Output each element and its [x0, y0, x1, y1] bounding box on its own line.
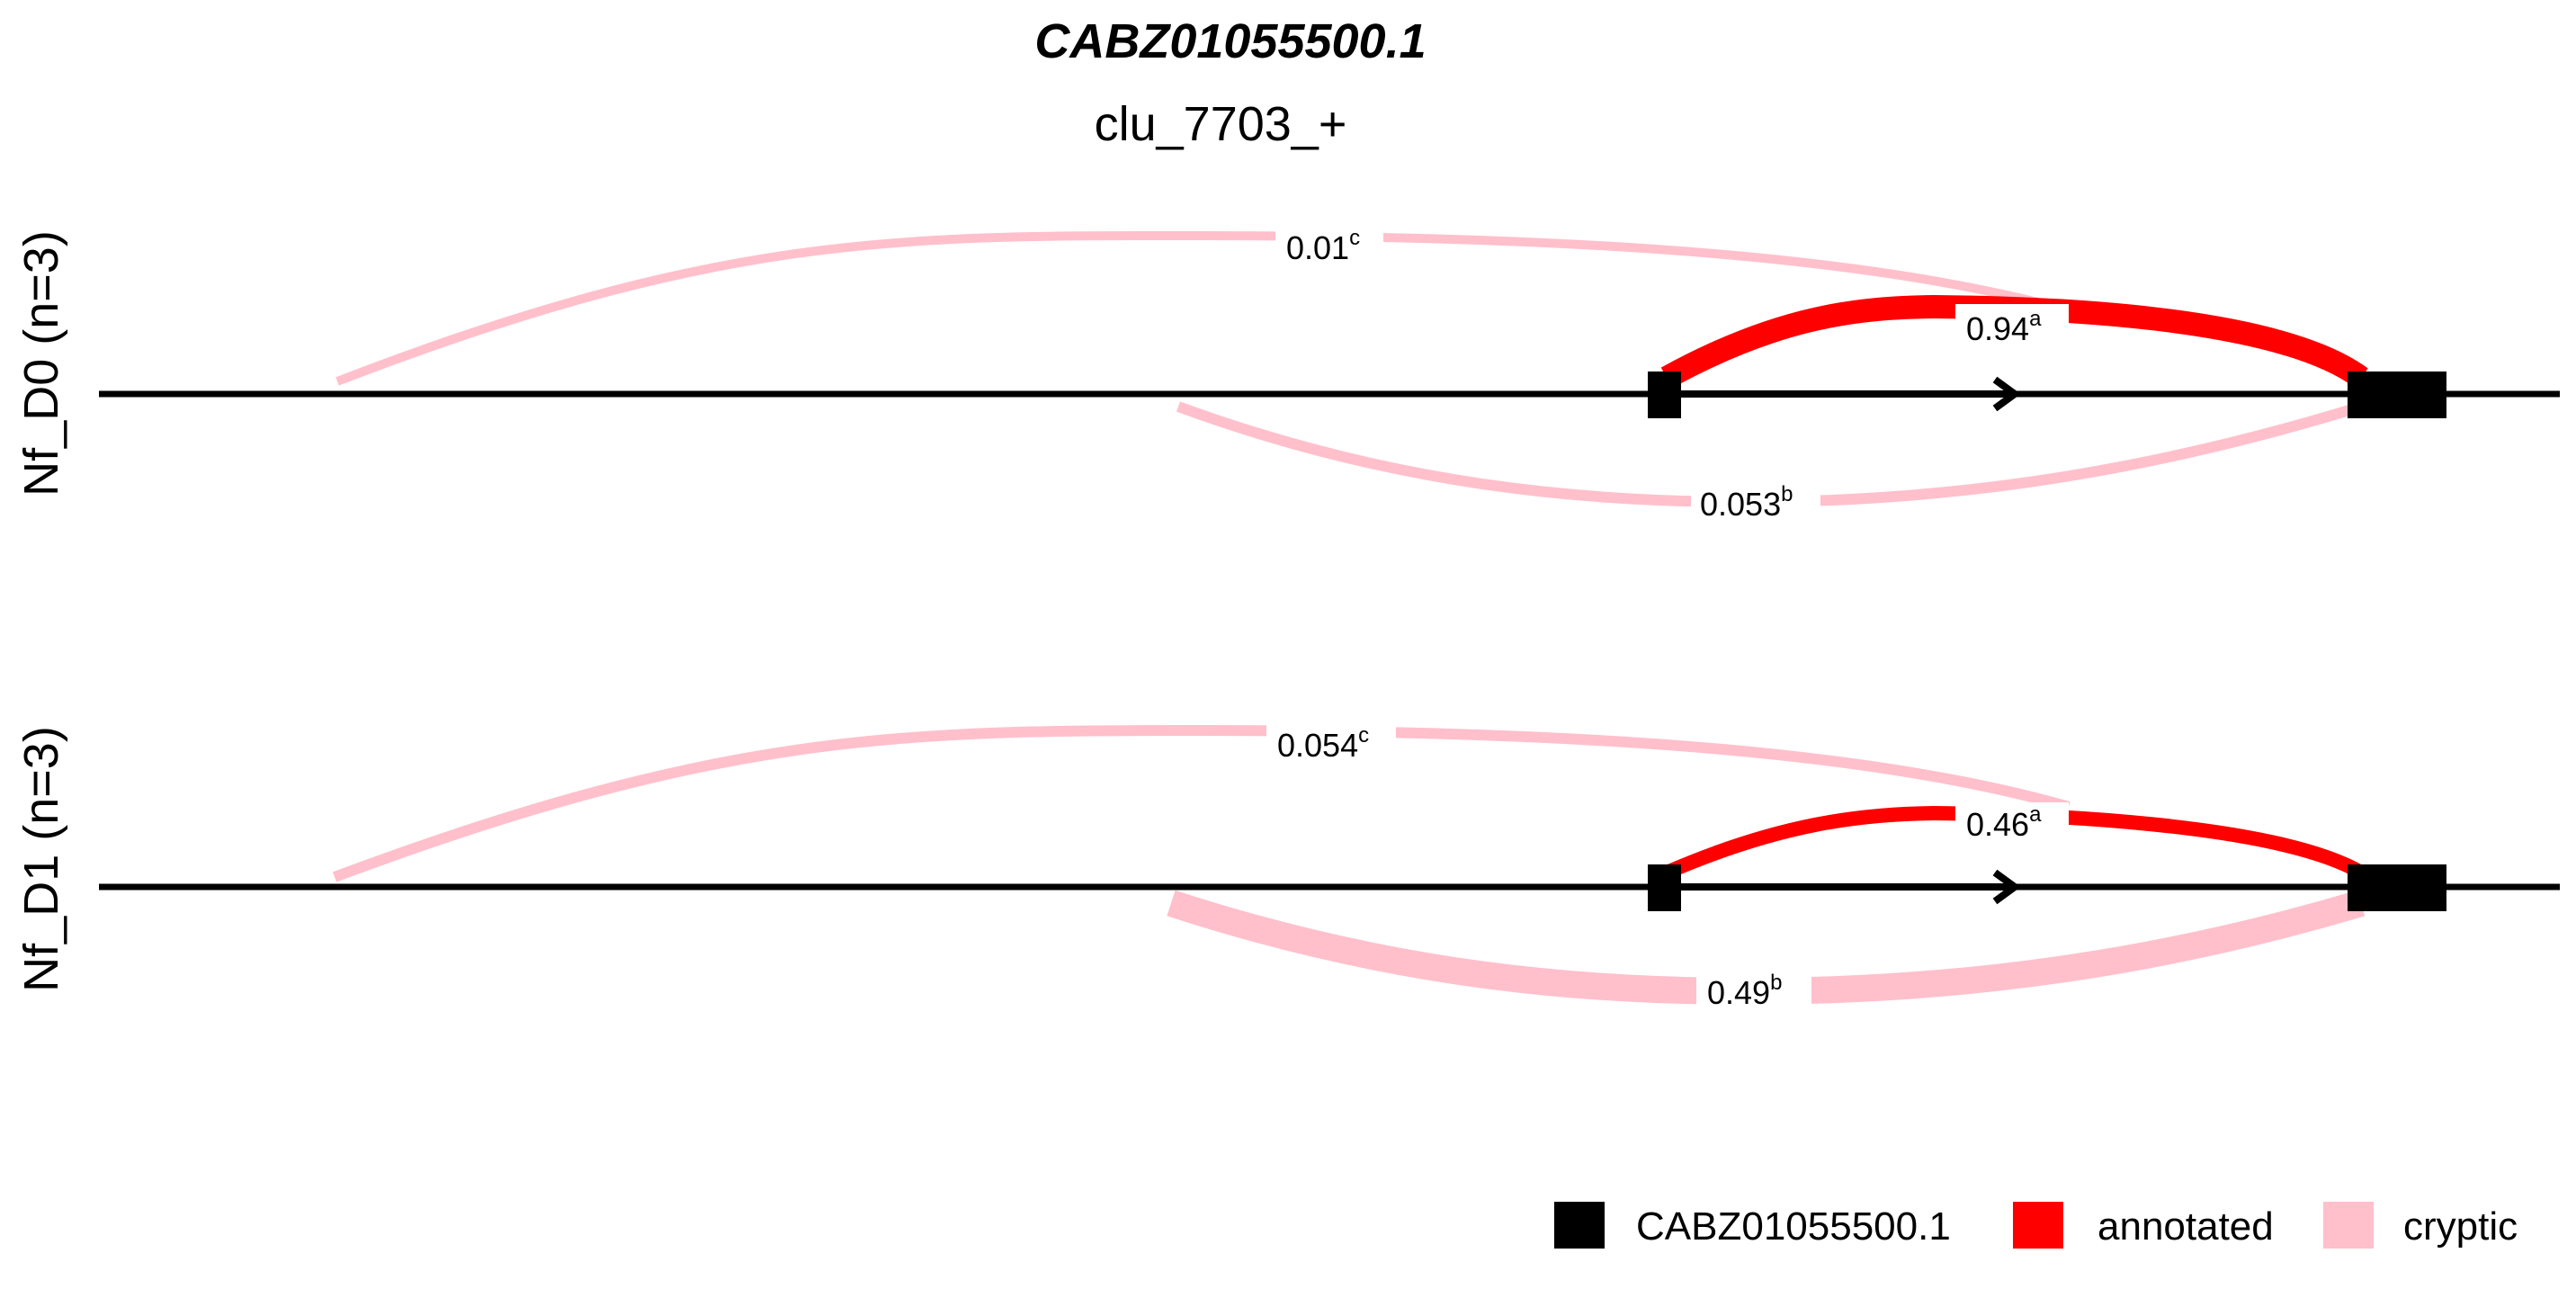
- junction-label-a: 0.46a: [1955, 802, 2069, 847]
- exon-box-1: [1648, 372, 1681, 418]
- direction-arrow-icon: [1992, 376, 2021, 412]
- junction-label-b: 0.49b: [1696, 971, 1811, 1011]
- junction-arc-c: [335, 230, 2071, 386]
- exon-box-1: [1648, 864, 1681, 911]
- legend-label-annotated: annotated: [2097, 1204, 2274, 1249]
- junction-superscript: c: [1358, 723, 1369, 747]
- legend-swatch-gene: [1554, 1202, 1605, 1249]
- junction-value: 0.94: [1966, 310, 2029, 347]
- exon-box-2: [2348, 372, 2446, 418]
- legend-label-gene: CABZ01055500.1: [1636, 1204, 1951, 1249]
- panel-nf-d1: Nf_D1 (n=3) 0.054c 0.46a 0.49b: [14, 720, 2560, 1011]
- junction-superscript: a: [2029, 307, 2042, 331]
- panel-nf-d0: Nf_D0 (n=3) 0.01c 0.94a 0.053b: [14, 222, 2560, 524]
- junction-label-b: 0.053b: [1691, 479, 1820, 524]
- svg-text:0.49b: 0.49b: [1707, 971, 1782, 1011]
- junction-superscript: c: [1349, 226, 1360, 250]
- direction-arrow-icon: [1992, 869, 2021, 905]
- junction-value: 0.46: [1966, 806, 2029, 843]
- exon-box-2: [2348, 864, 2446, 911]
- panel-label: Nf_D0 (n=3): [14, 230, 68, 497]
- svg-text:0.46a: 0.46a: [1966, 802, 2042, 843]
- junction-value: 0.49: [1707, 974, 1770, 1011]
- cluster-subtitle: clu_7703_+: [1095, 97, 1347, 151]
- diagram-title: CABZ01055500.1: [1034, 14, 1426, 68]
- svg-text:0.94a: 0.94a: [1966, 307, 2042, 347]
- panel-label: Nf_D1 (n=3): [14, 726, 68, 992]
- junction-label-c: 0.01c: [1275, 222, 1383, 266]
- legend: CABZ01055500.1 annotated cryptic: [1554, 1202, 2518, 1249]
- svg-text:0.01c: 0.01c: [1286, 226, 1360, 266]
- svg-text:0.054c: 0.054c: [1277, 723, 1369, 764]
- junction-label-c: 0.054c: [1266, 720, 1396, 764]
- svg-text:0.053b: 0.053b: [1700, 482, 1793, 523]
- junction-superscript: b: [1770, 971, 1782, 995]
- legend-swatch-annotated: [2013, 1202, 2063, 1249]
- junction-superscript: a: [2029, 802, 2042, 827]
- junction-superscript: b: [1781, 482, 1793, 506]
- junction-arc-c: [332, 724, 2071, 882]
- legend-swatch-cryptic: [2323, 1202, 2374, 1249]
- junction-value: 0.01: [1286, 229, 1349, 266]
- junction-label-a: 0.94a: [1955, 304, 2069, 354]
- junction-value: 0.053: [1700, 486, 1781, 523]
- junction-value: 0.054: [1277, 727, 1358, 764]
- legend-label-cryptic: cryptic: [2403, 1204, 2518, 1249]
